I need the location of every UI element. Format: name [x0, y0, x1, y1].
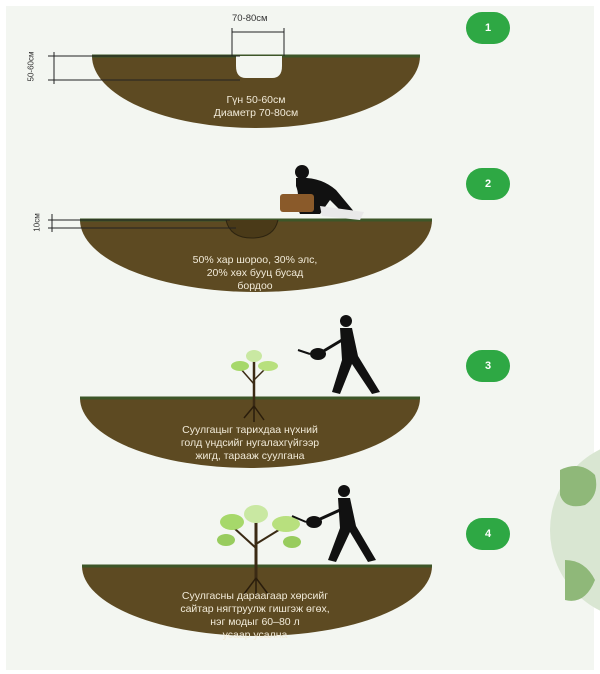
step-1-depth-dimension: [48, 52, 240, 84]
step-2-badge: 2: [466, 168, 510, 200]
globe-decoration: [550, 449, 600, 611]
gardener-watering-silhouette-3: [297, 315, 380, 394]
step-2-caption: 50% хар шороо, 30% элс, 20% хөх бууц бус…: [192, 254, 318, 292]
step-3-soil: [80, 396, 420, 468]
layer-depth-label: 10см: [32, 213, 42, 232]
step-1-badge: 1: [466, 12, 510, 44]
step-4-caption: Суулгасны дараагаар хөрсийг сайтар нягтр…: [180, 590, 330, 641]
gardener-watering-silhouette-4: [291, 485, 376, 562]
step-1-caption: Гүн 50-60см Диаметр 70-80см: [213, 94, 299, 119]
step-3-caption: Суулгацыг тарихдаа нүхний голд үндсийг н…: [180, 424, 320, 462]
hole-depth-label: 50-60см: [26, 51, 36, 82]
step-3-sapling: [231, 350, 278, 422]
step-2-soil: [48, 214, 432, 292]
step-4-badge: 4: [466, 518, 510, 550]
worker-kneeling-silhouette: [280, 165, 364, 220]
step-4-young-tree: [217, 505, 301, 596]
step-1-width-dimension: [231, 28, 285, 56]
step-3-badge: 3: [466, 350, 510, 382]
hole-width-label: 70-80см: [232, 13, 268, 24]
